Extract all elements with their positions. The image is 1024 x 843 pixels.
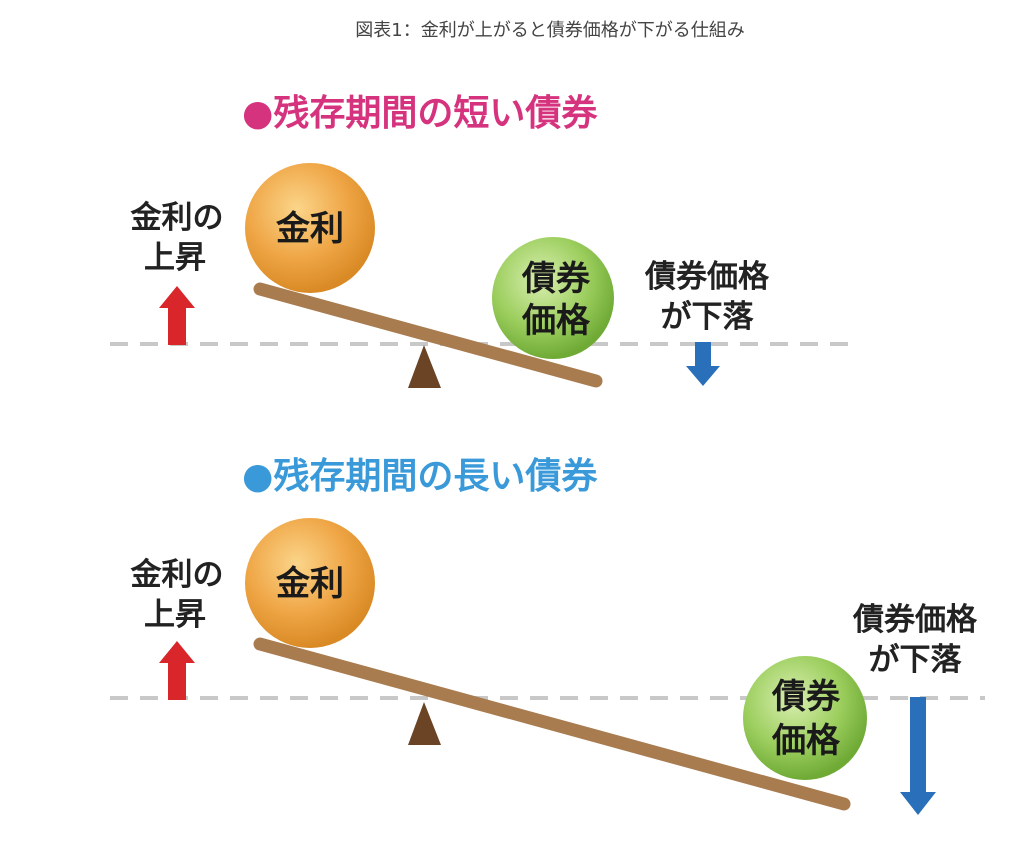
fulcrum — [408, 345, 441, 388]
bond-label: 債券価格 — [852, 602, 978, 638]
bond-label: が下落 — [869, 642, 963, 678]
section-long-term: ●残存期間の長い債券 金利の 上昇 金利 債券 価格 債券価格 が下落 — [110, 456, 985, 815]
rate-ball-label: 金利 — [275, 564, 344, 604]
rate-label: 上昇 — [144, 597, 206, 633]
bond-ball-label: 債券 — [771, 677, 841, 717]
rate-label: 金利の — [130, 200, 224, 236]
bond-price-ball — [492, 237, 614, 359]
bond-label: 債券価格 — [644, 259, 770, 295]
section-heading: ●残存期間の長い債券 — [242, 456, 598, 497]
seesaw-beam — [253, 637, 851, 811]
up-arrow-icon — [159, 286, 195, 345]
section-short-term: ●残存期間の短い債券 金利の 上昇 金利 債券 価格 債券価格 が下落 — [110, 93, 850, 388]
seesaw-beam — [253, 282, 603, 388]
down-arrow-icon — [900, 697, 936, 815]
rate-label: 金利の — [130, 557, 224, 593]
up-arrow-icon — [159, 641, 195, 700]
interest-rate-ball — [245, 518, 375, 648]
bond-price-ball — [743, 656, 867, 780]
figure-title: 図表1：金利が上がると債券価格が下がる仕組み — [355, 20, 744, 41]
interest-rate-ball — [245, 163, 375, 293]
fulcrum — [408, 702, 441, 745]
down-arrow-icon — [686, 342, 720, 386]
rate-label: 上昇 — [144, 240, 206, 276]
rate-ball-label: 金利 — [275, 209, 344, 249]
section-heading: ●残存期間の短い債券 — [242, 93, 598, 134]
bond-ball-label: 債券 — [521, 259, 591, 299]
bond-ball-label: 価格 — [521, 301, 591, 341]
bond-ball-label: 価格 — [771, 721, 841, 761]
bond-label: が下落 — [661, 299, 755, 335]
